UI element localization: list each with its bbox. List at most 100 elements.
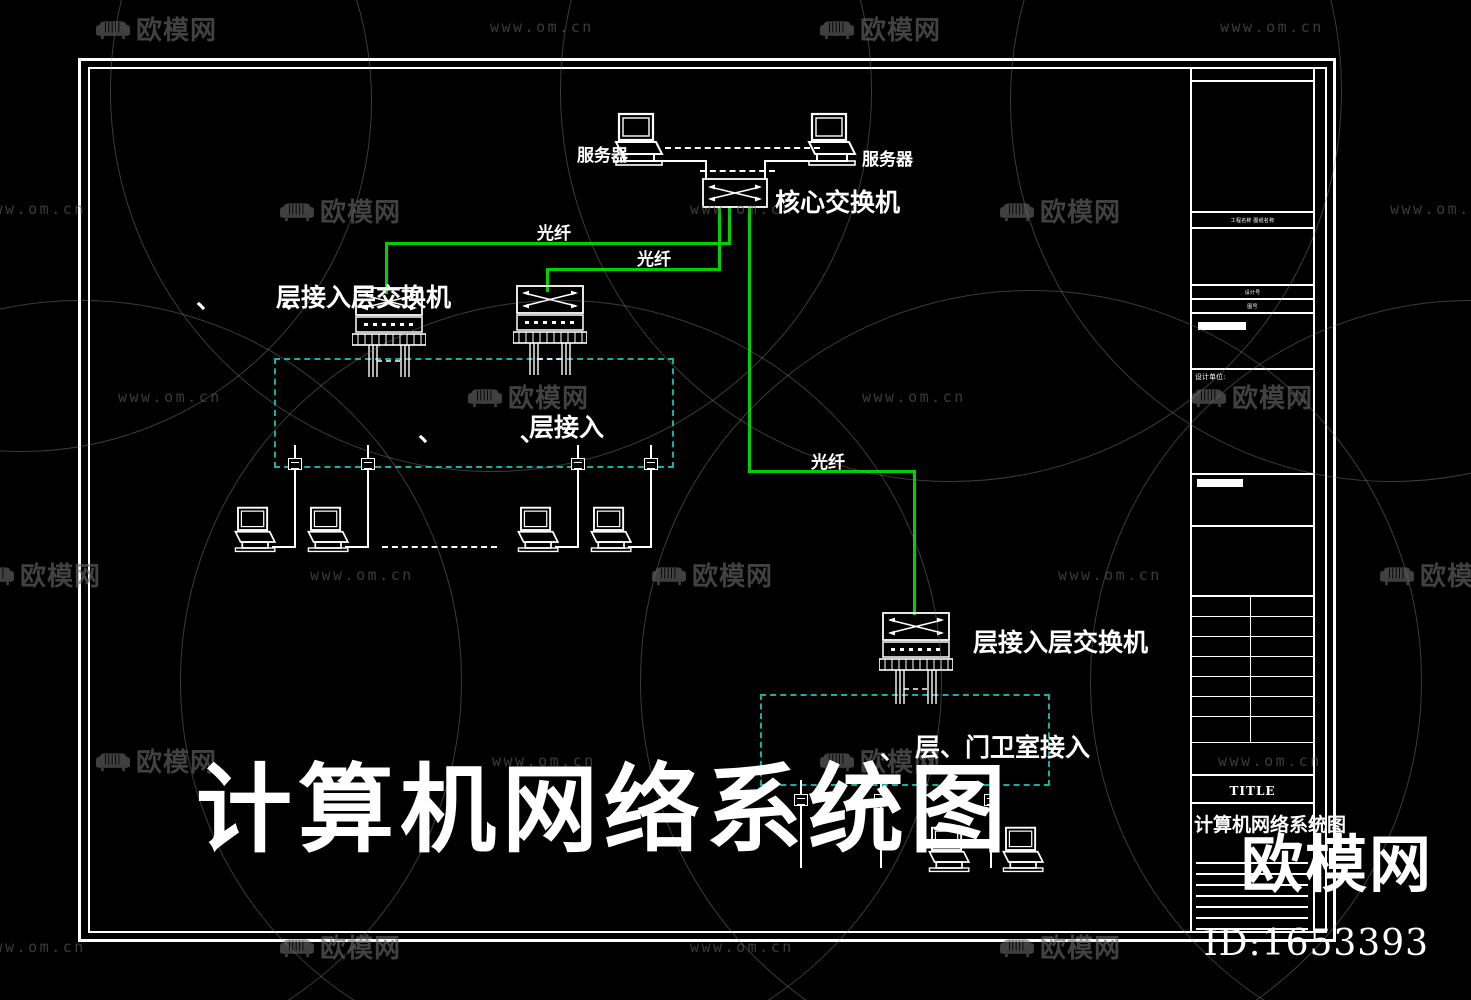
fiber-label-2: 光纤 bbox=[637, 250, 671, 270]
outlet-wire-4 bbox=[650, 470, 652, 548]
fiber-c-v1 bbox=[748, 206, 751, 471]
pc-stub-3 bbox=[555, 546, 579, 548]
watermark-url: www.om.cn bbox=[0, 200, 86, 218]
bar-line bbox=[1196, 873, 1308, 875]
title-block-fill-bar bbox=[1198, 322, 1246, 330]
switch-dashed-link bbox=[700, 170, 775, 172]
sofa-icon bbox=[96, 20, 130, 39]
zone-top-label: 层接入 bbox=[529, 413, 605, 442]
bar-line bbox=[1196, 928, 1308, 930]
title-block-row-header bbox=[1192, 68, 1313, 82]
title-block-signature-row bbox=[1192, 677, 1313, 697]
fiber-a-h bbox=[385, 242, 731, 245]
drawing-frame-inner bbox=[88, 67, 1327, 933]
wire-server-right-h bbox=[764, 160, 826, 162]
sofa-icon bbox=[820, 20, 854, 39]
outlet-wire-3 bbox=[577, 470, 579, 548]
outlet-box-2 bbox=[361, 458, 375, 470]
outlet-box-3 bbox=[571, 458, 585, 470]
watermark-brand: 欧模网 bbox=[96, 10, 217, 47]
bar-line bbox=[1196, 895, 1308, 897]
fiber-a-v1 bbox=[728, 206, 731, 244]
cell-divider bbox=[1250, 617, 1252, 636]
enum-marks-left: 、 、 bbox=[196, 285, 333, 314]
server-to-server-dashed-link bbox=[665, 147, 820, 149]
drop-line-b2 bbox=[880, 780, 882, 800]
bar-line bbox=[1196, 884, 1308, 886]
drop-line-2 bbox=[367, 445, 369, 465]
server-right-label: 服务器 bbox=[862, 150, 913, 170]
watermark-brand-text: 欧模网 bbox=[136, 16, 218, 46]
pc-group-dashed-link bbox=[382, 546, 497, 548]
bar-line bbox=[1196, 906, 1308, 908]
title-block-row-project: 工程名称 图纸名称 bbox=[1192, 213, 1313, 229]
workstation-pc-2 bbox=[307, 506, 350, 553]
watermark-brand: 欧模网 bbox=[1380, 556, 1471, 593]
title-block-row-design-no: 设计号 bbox=[1192, 286, 1313, 300]
watermark-brand: 欧模网 bbox=[820, 10, 941, 47]
title-block-row-blank-3 bbox=[1192, 314, 1313, 370]
fiber-b-v1 bbox=[718, 206, 721, 270]
access-switch-left-label: 层接入层交换机 bbox=[276, 283, 452, 312]
pc-stub-1 bbox=[272, 546, 296, 548]
title-block-row-blank-5 bbox=[1192, 527, 1313, 597]
watermark-brand-text: 欧模网 bbox=[1420, 562, 1471, 592]
title-block-signature-row bbox=[1192, 657, 1313, 677]
zone-access-top bbox=[274, 358, 674, 468]
cell-divider bbox=[1250, 657, 1252, 676]
wire-server-left-v bbox=[705, 160, 707, 180]
title-block-row-text: 图号 bbox=[1247, 304, 1258, 310]
fiber-b-h bbox=[546, 268, 721, 271]
title-block-signature-row bbox=[1192, 597, 1313, 617]
title-block-fill-bar bbox=[1197, 479, 1243, 487]
cell-divider bbox=[1250, 677, 1252, 696]
title-block-row-design-unit: 设计单位: bbox=[1192, 370, 1313, 475]
workstation-pc-4 bbox=[590, 506, 633, 553]
outlet-wire-b1 bbox=[800, 806, 802, 868]
title-block-row-text bbox=[1192, 68, 1313, 72]
outlet-wire-b3 bbox=[990, 806, 992, 868]
outlet-box-b1 bbox=[794, 794, 808, 806]
drop-line-3 bbox=[577, 445, 579, 465]
title-block-signature-row bbox=[1192, 717, 1313, 743]
workstation-pc-1 bbox=[234, 506, 277, 553]
drop-line-1 bbox=[294, 445, 296, 465]
cell-divider bbox=[1250, 597, 1252, 616]
title-block: 工程名称 图纸名称 设计号 图号 设计单位: TITLE bbox=[1190, 68, 1315, 932]
watermark-url: www.om.cn bbox=[1220, 18, 1324, 36]
title-block-row-blank-1 bbox=[1192, 82, 1313, 213]
title-block-signature-row bbox=[1192, 617, 1313, 637]
watermark-url: www.om.cn bbox=[1390, 200, 1471, 218]
zone-bottom-label: 层、门卫室接入 bbox=[915, 733, 1091, 762]
title-block-signature-row bbox=[1192, 637, 1313, 657]
main-title: 计算机网络系统图 bbox=[196, 754, 1012, 866]
title-block-drawing-name: 计算机网络系统图 bbox=[1194, 814, 1347, 836]
watermark-brand-text: 欧模网 bbox=[860, 16, 942, 46]
enum-marks-zone: 、 、 bbox=[418, 418, 579, 447]
fiber-b-v2 bbox=[546, 268, 549, 292]
outlet-wire-2 bbox=[367, 470, 369, 548]
watermark-big-brand: 欧模网 bbox=[1240, 828, 1433, 901]
design-unit-label: 设计单位: bbox=[1195, 373, 1226, 381]
fiber-a-v2 bbox=[385, 242, 388, 294]
core-switch-label: 核心交换机 bbox=[775, 188, 901, 217]
bar-line bbox=[1196, 862, 1308, 864]
drawing-frame-outer bbox=[78, 58, 1336, 942]
title-block-row-drawing-no: 图号 bbox=[1192, 300, 1313, 314]
server-left-label: 服务器 bbox=[577, 146, 628, 166]
server-left-icon bbox=[614, 112, 664, 166]
workstation-pc-b2 bbox=[928, 826, 971, 873]
access-switch-middle-icon bbox=[513, 285, 587, 375]
watermark-id: ID:1653393 bbox=[1203, 923, 1429, 964]
outlet-box-b3 bbox=[984, 794, 998, 806]
title-block-row-text: 设计号 bbox=[1244, 290, 1261, 296]
fiber-c-v2 bbox=[913, 470, 916, 615]
pc-stub-4 bbox=[628, 546, 652, 548]
workstation-pc-b1 bbox=[1002, 826, 1045, 873]
zone-access-bottom bbox=[760, 694, 1050, 786]
access-switch-bottom-icon bbox=[879, 612, 953, 704]
title-block-row-title-en: TITLE bbox=[1192, 776, 1313, 804]
wire-server-right-v bbox=[764, 160, 766, 180]
title-block-row-blank-6 bbox=[1192, 743, 1313, 776]
